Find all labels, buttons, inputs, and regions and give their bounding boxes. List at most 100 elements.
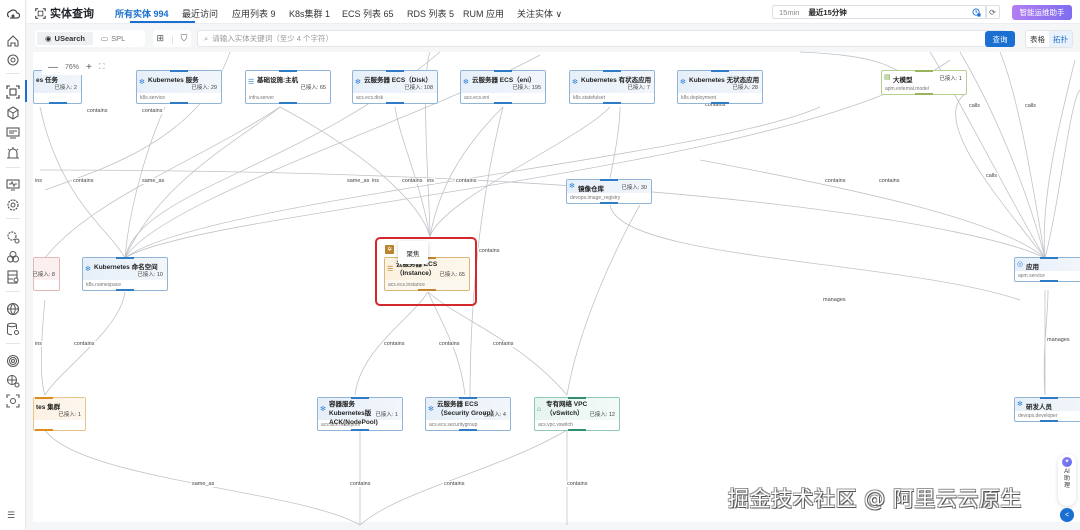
edge-label-calls: calls [968, 103, 982, 109]
node-image-registry[interactable]: ✻ 镜像仓库 已接入: 30 devops.image_registry [566, 179, 652, 204]
time-range-short: 15min [779, 7, 800, 17]
gear-shield-icon[interactable] [6, 198, 20, 212]
ai-helper-button[interactable]: ✦ AI 助 理 [1058, 454, 1076, 506]
dashboard-icon[interactable] [6, 126, 20, 140]
cube-icon[interactable] [6, 106, 20, 120]
node-count: 已接入: 4 [483, 412, 506, 418]
node-k8s-namespace[interactable]: ✻ Kubernetes 命名空间 已接入: 10 k8s.namespace [82, 257, 168, 291]
edge-label-contains: contains [824, 178, 847, 184]
tab-ecs-list[interactable]: ECS 列表 65 [342, 9, 394, 19]
tab-k8s-cluster[interactable]: K8s集群 1 [289, 9, 331, 19]
node-k8s-job[interactable]: es 任务 已接入: 2 [33, 70, 82, 104]
kubernetes-icon: ✻ [572, 79, 578, 86]
node-kind: acs.ecs.eni [464, 95, 490, 101]
left-sidebar: ☰ [0, 0, 27, 530]
ai-ops-assistant-button[interactable]: 智能运维助手 [1012, 5, 1072, 20]
node-k8s-statefulset[interactable]: ✻ Kubernetes 有状态应用 已接入: 7 k8s.statefulse… [569, 70, 655, 104]
tab-recent[interactable]: 最近访问 [182, 9, 219, 19]
refresh-button[interactable]: ⟳ [985, 5, 1000, 19]
node-count: 已接入: 1 [939, 76, 962, 82]
node-ecs-securitygroup[interactable]: ✻ 云服务器 ECS（Security Group） 已接入: 4 acs.ec… [425, 397, 511, 431]
mode-spl[interactable]: ▭SPL [93, 34, 133, 43]
focus-icon[interactable]: ✲ [385, 245, 394, 254]
search-placeholder: 请输入实体关键词（至少 4 个字符） [212, 34, 334, 43]
time-range-picker[interactable]: 15min 最近15分钟 [772, 5, 987, 19]
search-toolbar: ◉USearch ▭SPL ⊞ | ⛉ ⌕ 请输入实体关键词（至少 4 个字符）… [27, 25, 1080, 51]
node-kind: devops.developer [1018, 413, 1058, 419]
app-title-text: 实体查询 [50, 8, 94, 20]
focus-tooltip: 聚焦 [398, 241, 428, 264]
node-vpc-vswitch[interactable]: ⌂ 专有网络 VPC（vSwitch） 已接入: 12 acs.vpc.vswi… [534, 397, 620, 431]
server-icon: ☰ [387, 266, 394, 273]
collapse-menu-icon[interactable]: ☰ [7, 510, 16, 520]
filter-icon[interactable]: ⛉ [180, 33, 188, 43]
entity-search-input[interactable]: ⌕ 请输入实体关键词（至少 4 个字符） [197, 30, 1007, 47]
alarm-icon[interactable] [6, 146, 20, 160]
grid-layout-icon[interactable]: ⊞ [156, 33, 165, 43]
cluster-settings-icon[interactable] [6, 230, 20, 244]
node-infra-server[interactable]: ☰ 基础设施:主机 已接入: 65 infra.server [245, 70, 331, 104]
canvas-footer [27, 522, 1080, 530]
focus-highlight [375, 237, 477, 306]
search-icon: ⌕ [204, 33, 209, 43]
edge-label-contains: contains [383, 341, 406, 347]
monitor-pulse-icon[interactable] [6, 178, 20, 192]
node-kind: acs.ack.nodepool [321, 422, 360, 428]
db-settings-icon[interactable] [6, 322, 20, 336]
node-count: 已接入: 108 [404, 85, 433, 91]
node-title: Kubernetes 有状态应用 [581, 77, 652, 84]
topology-canvas[interactable] [33, 52, 1080, 522]
node-ecs-disk[interactable]: ✻ 云服务器 ECS（Disk） 已接入: 108 acs.ecs.disk [352, 70, 438, 104]
node-count: 已接入: 1 [375, 412, 398, 418]
node-title: es 任务 [36, 77, 59, 84]
sidebar-divider [6, 291, 20, 292]
node-developer[interactable]: ✻ 研发人员 devops.developer [1014, 397, 1080, 422]
ecs-icon: ✻ [428, 406, 434, 413]
collapse-panel-button[interactable]: < [1060, 508, 1074, 522]
circles-icon[interactable] [6, 250, 20, 264]
query-button[interactable]: 查询 [985, 31, 1015, 47]
home-icon[interactable] [6, 34, 20, 48]
node-k8s-service[interactable]: ✻ Kubernetes 服务 已接入: 29 k8s.service [136, 70, 222, 104]
tab-rum-app[interactable]: RUM 应用 [463, 9, 504, 19]
edge-label-same-as: same_as [141, 178, 166, 184]
node-kind: apm.service [1018, 273, 1045, 279]
zoom-out-button[interactable]: — [48, 61, 58, 73]
tab-followed-entities[interactable]: 关注实体 ∨ [517, 9, 563, 19]
tab-all-entities[interactable]: 所有实体 994 [115, 9, 169, 19]
node-kind: k8s.service [140, 95, 166, 101]
cloud-monitor-logo-icon[interactable] [6, 8, 20, 22]
view-table[interactable]: 表格 [1030, 34, 1045, 44]
mode-usearch[interactable]: ◉USearch [37, 32, 93, 45]
fit-view-button[interactable]: ⛶ [98, 62, 105, 71]
time-settings-icon[interactable] [972, 8, 981, 17]
node-title: Kubernetes 命名空间 [94, 264, 158, 271]
ai-helper-label: 助 [1063, 476, 1070, 482]
node-partial-red[interactable]: 已接入: 8 [32, 257, 60, 291]
database-icon[interactable] [6, 270, 20, 284]
node-application[interactable]: ◎ 应用 apm.service [1014, 257, 1080, 282]
node-llm[interactable]: ▤ 大模型 已接入: 1 apm.external.model [881, 70, 967, 95]
network-globe-icon[interactable] [6, 302, 20, 316]
search-globe-icon[interactable] [6, 53, 20, 67]
globe-settings-icon[interactable] [6, 374, 20, 388]
ecs-icon: ✻ [463, 79, 469, 86]
node-k8s-deployment[interactable]: ✻ Kubernetes 无状态应用 已接入: 28 k8s.deploymen… [677, 70, 763, 104]
view-topology[interactable]: 拓扑 [1049, 31, 1072, 47]
target-icon[interactable] [6, 354, 20, 368]
node-title: 云服务器 ECS（Instance） [396, 261, 438, 277]
time-range-label: 最近15分钟 [808, 7, 847, 17]
node-kind: k8s.statefulset [573, 95, 605, 101]
entity-query-icon[interactable] [6, 85, 20, 99]
tab-rds-list[interactable]: RDS 列表 5 [407, 9, 455, 19]
node-k8s-cluster[interactable]: tes 集群 已接入: 1 [33, 397, 86, 431]
registry-icon: ✻ [569, 183, 575, 190]
tab-app-list[interactable]: 应用列表 9 [232, 9, 276, 19]
node-count: 已接入: 195 [512, 85, 541, 91]
node-ack-nodepool[interactable]: ✻ 容器服务Kubernetes版ACK(NodePool) 已接入: 1 ac… [317, 397, 403, 431]
zoom-in-button[interactable]: + [86, 61, 92, 73]
scan-search-icon[interactable] [6, 394, 20, 408]
node-ecs-eni[interactable]: ✻ 云服务器 ECS（eni） 已接入: 195 acs.ecs.eni [460, 70, 546, 104]
edge-label-contains: contains [478, 248, 501, 254]
edge-label-contains: contains [401, 178, 424, 184]
